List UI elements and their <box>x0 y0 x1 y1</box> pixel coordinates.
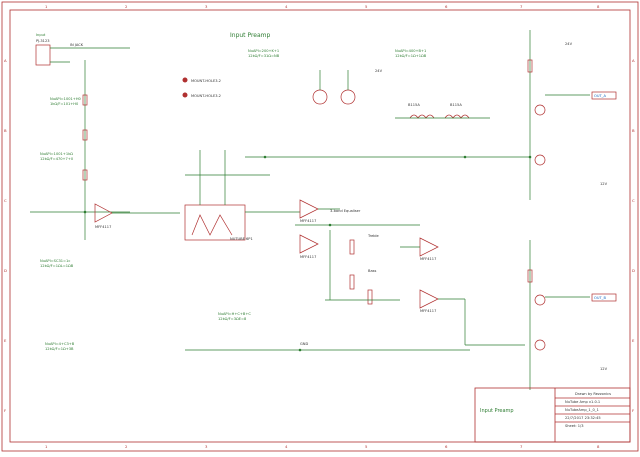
column-markers: 1 2 3 4 5 6 7 8 1 2 3 4 5 6 7 8 <box>45 4 600 449</box>
note-8: NuAPI=400+B+1 <box>395 49 426 53</box>
footer-title: Input Preamp <box>480 408 514 414</box>
col-marker-5-bottom: 5 <box>365 444 368 449</box>
jack-part-label: PJ-3123 <box>36 39 50 43</box>
row-marker-c-right: C <box>632 198 635 203</box>
bom-notes: NuAPI=1001+H0 1kΩ/F=101+H0 NuAPI=1001+1k… <box>40 49 427 351</box>
col-marker-7-bottom: 7 <box>520 444 523 449</box>
mount-hole-2-label: MOUNT-HOLE3.2 <box>191 94 221 98</box>
opamp-ref-4: MFF4117 <box>420 257 436 261</box>
title-block: Drawn by Rezzonics NuTube Amp v1.0.1 NuT… <box>474 387 631 443</box>
input-network: MFF4117 <box>30 60 180 240</box>
row-marker-f-right: F <box>632 408 634 413</box>
row-marker-f: F <box>4 408 6 413</box>
col-marker-3-bottom: 3 <box>205 444 208 449</box>
opamp-stage-2: MFF4117 <box>299 199 340 223</box>
col-marker-5: 5 <box>365 4 368 9</box>
sheet-number: Sheet: 1/3 <box>565 424 584 428</box>
inductors: B115A B115A <box>395 103 490 119</box>
row-markers: A B C D E F A B C D E F <box>4 58 635 413</box>
col-marker-2-bottom: 2 <box>125 444 128 449</box>
row-marker-d: D <box>4 268 7 273</box>
nutube-label: NUTUBE 6P1 <box>230 237 253 241</box>
note-5: 12kΩ/F=1ΩL=1ΩB <box>40 264 74 268</box>
gnd-label: GND <box>300 342 308 346</box>
col-marker-1-bottom: 1 <box>45 444 48 449</box>
col-marker-1: 1 <box>45 4 48 9</box>
note-12: NuAPI=4+C3+B <box>45 342 75 346</box>
note-7: 12kΩ/F=31Ω=NB <box>248 54 280 58</box>
tube-heaters: 24V <box>312 69 383 105</box>
sheet-header-title: Input Preamp <box>230 32 271 39</box>
col-marker-6-bottom: 6 <box>445 444 448 449</box>
input-label: Input <box>36 33 46 37</box>
row-marker-c: C <box>4 198 7 203</box>
out-b-label: OUT_B <box>594 296 606 300</box>
sheet-date: 22/7/2017 23:32:45 <box>565 416 601 420</box>
row-marker-e: E <box>4 338 7 343</box>
opamp-input-buffer <box>94 203 113 223</box>
col-marker-8-bottom: 8 <box>597 444 600 449</box>
row-marker-b-right: B <box>632 128 635 133</box>
note-10: NuAPI=H+C+B+C <box>218 312 251 316</box>
v24-label-2: 24V <box>565 42 573 46</box>
bass-label: Bass <box>368 269 377 273</box>
note-13: 12kΩ/F=1Ω+3B <box>45 347 74 351</box>
note-1: 1kΩ/F=101+H0 <box>50 102 79 106</box>
note-6: NuAPI=200+K+1 <box>248 49 279 53</box>
v12-label-2: 12V <box>600 367 608 371</box>
col-marker-7: 7 <box>520 4 523 9</box>
inductor-1-label: B115A <box>408 103 420 107</box>
col-marker-2: 2 <box>125 4 128 9</box>
junctions <box>83 155 532 352</box>
nutube-block: NUTUBE 6P1 <box>184 150 300 241</box>
note-4: NuAPI=SC31=1c <box>40 259 70 263</box>
drawn-by: Drawn by Rezzonics <box>575 392 611 396</box>
in-jack-net: IN JACK <box>70 43 84 47</box>
three-band-eq: 3-band Equaliser MFF4117 Treble Bass MFF… <box>295 209 525 346</box>
output-stage-a: OUT_A 24V 12V <box>527 30 617 200</box>
note-9: 12kΩ/F=1Ω+1ΩB <box>395 54 427 58</box>
inductor-2-label: B115A <box>450 103 462 107</box>
col-marker-4: 4 <box>285 4 288 9</box>
out-a-label: OUT_A <box>594 94 606 98</box>
project-name: NuTube Amp v1.0.1 <box>565 400 600 404</box>
row-marker-e-right: E <box>632 338 635 343</box>
col-marker-8: 8 <box>597 4 600 9</box>
row-marker-b: B <box>4 128 7 133</box>
row-marker-d-right: D <box>632 268 635 273</box>
opamp-ref-3: MFF4117 <box>300 255 316 259</box>
file-name: NuTubeAmp_1_0_1 <box>565 408 599 412</box>
mount-holes: MOUNT-HOLE3.2 MOUNT-HOLE3.2 <box>182 77 221 98</box>
inner-border <box>9 9 631 443</box>
row-marker-a: A <box>4 58 7 63</box>
opamp-ref-2: MFF4117 <box>300 219 316 223</box>
note-3: 12kΩ/F=470+7+0 <box>40 157 74 161</box>
mount-hole-1-label: MOUNT-HOLE3.2 <box>191 79 221 83</box>
opamp-ref-5: MFF4117 <box>420 309 436 313</box>
treble-label: Treble <box>367 234 380 238</box>
input-jack: Input PJ-3123 IN JACK <box>35 33 130 66</box>
v12-label-1: 12V <box>600 182 608 186</box>
opamp-ref-1: MFF4117 <box>95 225 111 229</box>
note-2: NuAPI=1001+1kΩ <box>40 152 73 156</box>
note-0: NuAPI=1001+H0 <box>50 97 82 101</box>
output-stage-b: OUT_B 12V <box>527 240 617 390</box>
v24-label-1: 24V <box>375 69 383 73</box>
row-marker-a-right: A <box>632 58 635 63</box>
note-11: 12kΩ/F=3ΩE=8 <box>218 317 247 321</box>
col-marker-6: 6 <box>445 4 448 9</box>
eq-label: 3-band Equaliser <box>330 209 361 213</box>
col-marker-3: 3 <box>205 4 208 9</box>
col-marker-4-bottom: 4 <box>285 444 288 449</box>
